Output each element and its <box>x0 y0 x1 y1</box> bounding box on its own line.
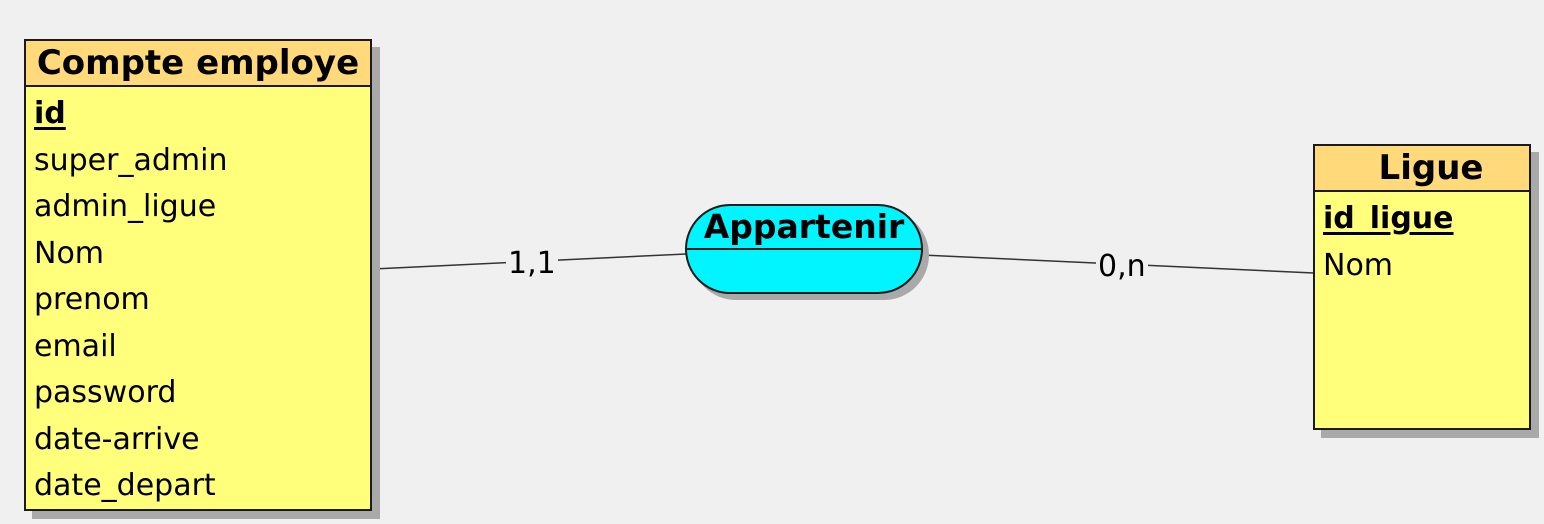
attribute: super_admin <box>34 142 228 178</box>
entity-title: Compte employe <box>26 41 370 87</box>
attribute: prenom <box>34 282 150 317</box>
entity-compte-employe[interactable]: Compte employe id super_admin admin_ligu… <box>24 39 372 511</box>
entity-title: Ligue <box>1315 146 1529 192</box>
cardinality-compte-employe: 1,1 <box>506 246 558 281</box>
entity-ligue[interactable]: Ligue id_ligue Nom <box>1313 144 1531 430</box>
relation-title: Appartenir <box>687 206 921 250</box>
attribute-key: id <box>34 96 66 131</box>
attribute: email <box>34 328 117 364</box>
attribute: Nom <box>34 235 105 271</box>
cardinality-ligue: 0,n <box>1096 249 1148 284</box>
attribute: admin_ligue <box>34 189 217 224</box>
attribute: date_depart <box>34 468 216 503</box>
attribute: password <box>34 375 177 410</box>
attribute-list: id super_admin admin_ligue Nom prenom em… <box>26 87 370 510</box>
relation-appartenir[interactable]: Appartenir <box>685 204 923 294</box>
attribute-key: id_ligue <box>1323 201 1454 236</box>
attribute: Nom <box>1323 247 1394 283</box>
attribute: date-arrive <box>34 421 200 457</box>
attribute-list: id_ligue Nom <box>1315 192 1529 289</box>
